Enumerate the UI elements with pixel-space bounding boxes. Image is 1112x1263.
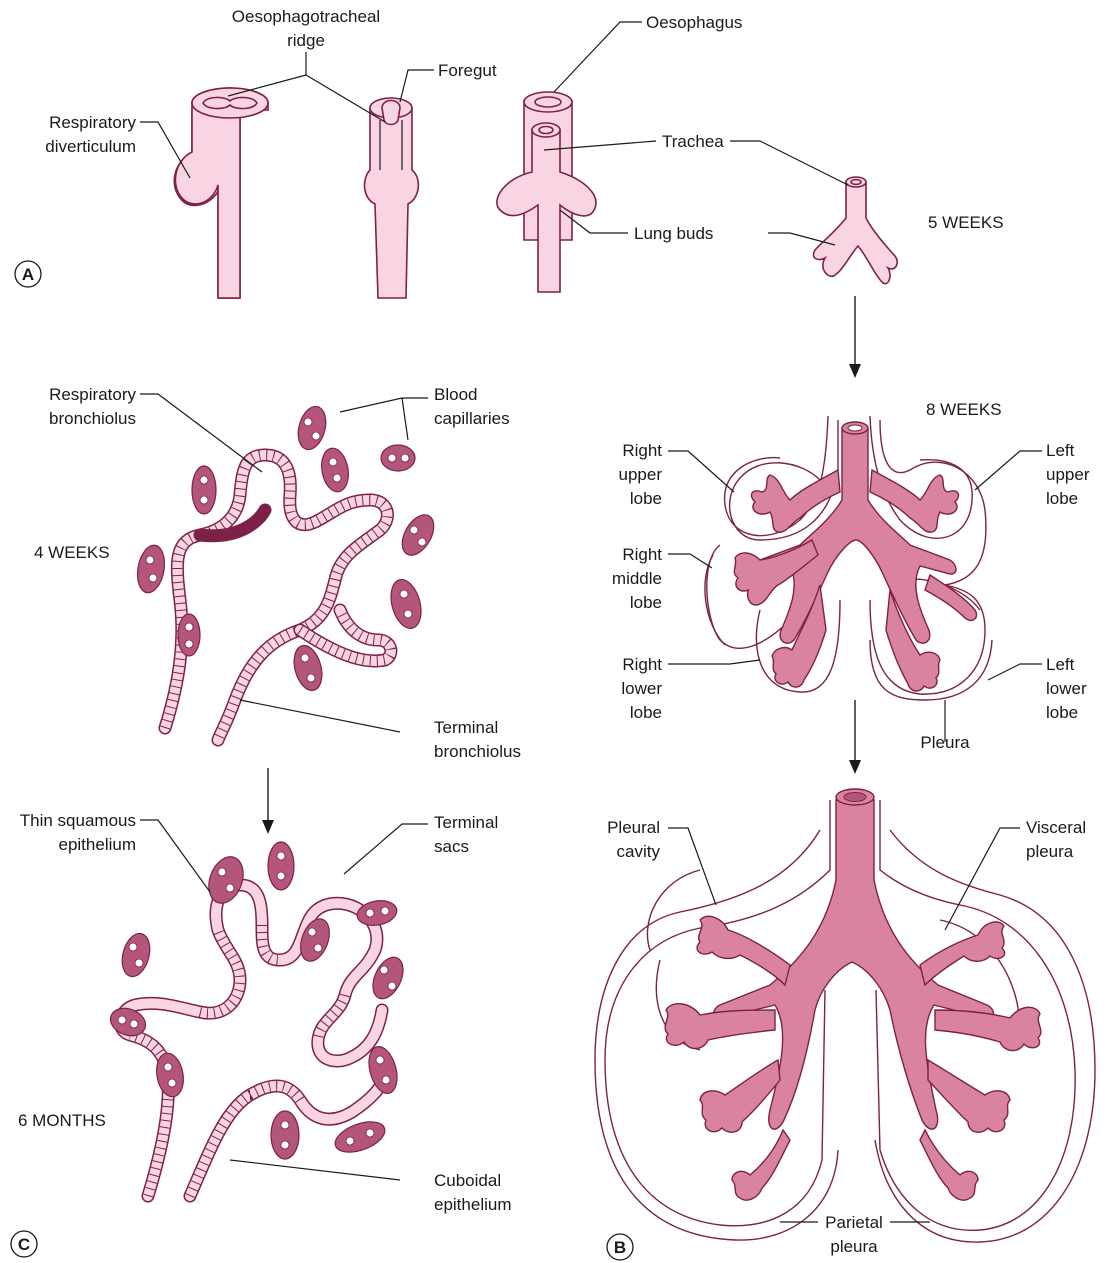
oesophagus-trachea-drawing [497, 92, 596, 292]
four-weeks-bronchiolus-drawing: Respiratory bronchiolus Blood capillarie… [34, 385, 521, 761]
panel-b-label: B [614, 1238, 626, 1257]
capillary [192, 466, 216, 514]
stage-6-months: 6 MONTHS [18, 1111, 106, 1130]
panel-a: Oesophagotracheal ridge Foregut Oesophag… [15, 7, 1004, 298]
label-thin-squamous-epithelium-2: epithelium [59, 835, 137, 854]
label-right-middle-lobe-3: lobe [630, 593, 662, 612]
label-foregut: Foregut [438, 61, 497, 80]
label-respiratory-diverticulum-2: diverticulum [45, 137, 136, 156]
arrow-head-8-weeks-to-b [849, 760, 861, 774]
capillary [318, 446, 351, 494]
label-visceral-pleura-2: pleura [1026, 842, 1074, 861]
panel-b: Pleural cavity Visceral pleura Parietal … [595, 789, 1095, 1260]
label-cuboidal-epithelium-1: Cuboidal [434, 1171, 501, 1190]
label-pleura: Pleura [920, 733, 970, 752]
label-respiratory-bronchiolus-2: bronchiolus [49, 409, 136, 428]
label-right-upper-lobe-1: Right [622, 441, 662, 460]
label-left-upper-lobe-2: upper [1046, 465, 1090, 484]
capillary [268, 842, 294, 890]
label-terminal-bronchiolus-1: Terminal [434, 718, 498, 737]
panel-a-label: A [22, 265, 34, 284]
label-oesophagotracheal-ridge-1: Oesophagotracheal [232, 7, 380, 26]
label-left-upper-lobe-1: Left [1046, 441, 1075, 460]
label-blood-capillaries-1: Blood [434, 385, 477, 404]
label-pleural-cavity-1: Pleural [607, 818, 660, 837]
label-respiratory-bronchiolus-1: Respiratory [49, 385, 136, 404]
label-right-middle-lobe-2: middle [612, 569, 662, 588]
capillary [271, 1111, 299, 1159]
capillary [118, 930, 155, 979]
label-lung-buds: Lung buds [634, 224, 713, 243]
label-terminal-bronchiolus-2: bronchiolus [434, 742, 521, 761]
stage-5-weeks: 5 WEEKS [928, 213, 1004, 232]
arrow-head-5-to-8-weeks [849, 364, 861, 378]
capillary [178, 614, 200, 656]
label-visceral-pleura-1: Visceral [1026, 818, 1086, 837]
capillary [396, 509, 441, 560]
label-right-lower-lobe-3: lobe [630, 703, 662, 722]
label-blood-capillaries-2: capillaries [434, 409, 510, 428]
capillary [294, 403, 331, 452]
label-thin-squamous-epithelium-1: Thin squamous [20, 811, 136, 830]
label-right-middle-lobe-1: Right [622, 545, 662, 564]
label-pleural-cavity-2: cavity [617, 842, 661, 861]
capillary [381, 445, 415, 471]
label-trachea: Trachea [662, 132, 724, 151]
stage-8-weeks: 8 WEEKS [926, 400, 1002, 419]
label-left-upper-lobe-3: lobe [1046, 489, 1078, 508]
panel-c: Thin squamous epithelium Terminal sacs 6… [11, 811, 512, 1257]
label-terminal-sacs-2: sacs [434, 837, 469, 856]
label-right-lower-lobe-2: lower [621, 679, 662, 698]
label-left-lower-lobe-3: lobe [1046, 703, 1078, 722]
label-respiratory-diverticulum-1: Respiratory [49, 113, 136, 132]
label-left-lower-lobe-2: lower [1046, 679, 1087, 698]
label-oesophagus: Oesophagus [646, 13, 742, 32]
label-right-upper-lobe-3: lobe [630, 489, 662, 508]
lung-buds-drawing [813, 177, 897, 284]
label-parietal-pleura-2: pleura [830, 1237, 878, 1256]
arrow-head-4-weeks-to-6-months [262, 820, 274, 834]
label-cuboidal-epithelium-2: epithelium [434, 1195, 512, 1214]
label-oesophagotracheal-ridge-2: ridge [287, 31, 325, 50]
stage-4-weeks: 4 WEEKS [34, 543, 110, 562]
label-terminal-sacs-1: Terminal [434, 813, 498, 832]
label-right-lower-lobe-1: Right [622, 655, 662, 674]
capillary [134, 543, 168, 595]
capillary [203, 852, 249, 908]
label-parietal-pleura-1: Parietal [825, 1213, 883, 1232]
eight-weeks-lung-drawing: 8 WEEKS Right upper lobe Left upper lobe… [612, 400, 1090, 752]
capillary [355, 898, 399, 929]
separating-foregut-drawing [365, 98, 419, 298]
label-left-lower-lobe-1: Left [1046, 655, 1075, 674]
capillary [386, 576, 426, 632]
label-right-upper-lobe-2: upper [619, 465, 663, 484]
foregut-diverticulum-drawing [174, 88, 268, 298]
panel-c-label: C [18, 1235, 30, 1254]
